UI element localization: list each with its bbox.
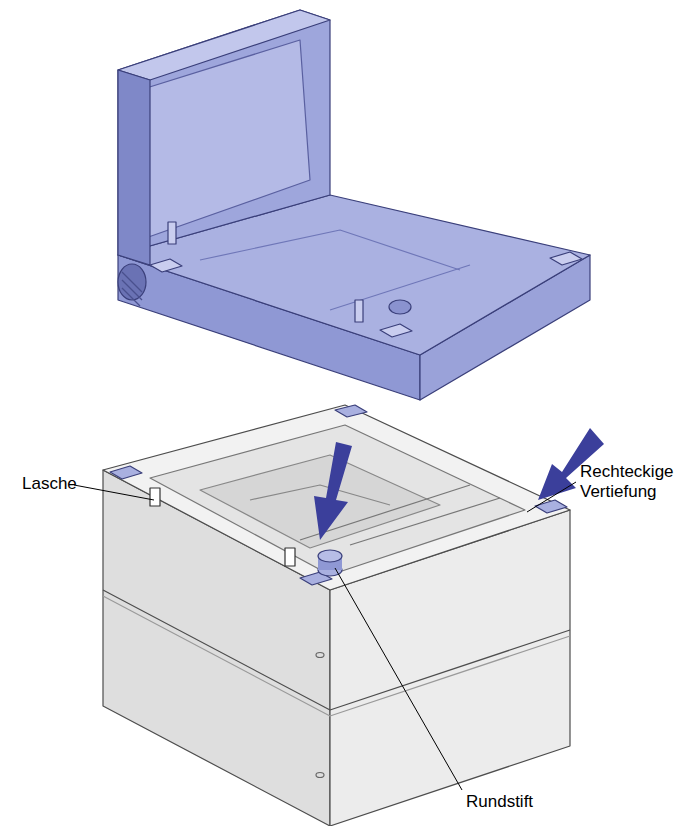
- duplex-unit: [118, 10, 590, 400]
- part-label: Rechteckige Vertiefung: [580, 462, 680, 502]
- leader-lines: [74, 482, 576, 790]
- lower-tray-unit: [103, 405, 570, 826]
- part-label: Lasche: [22, 474, 102, 494]
- part-label: Rundstift: [466, 792, 556, 812]
- insert-arrows: [314, 428, 604, 540]
